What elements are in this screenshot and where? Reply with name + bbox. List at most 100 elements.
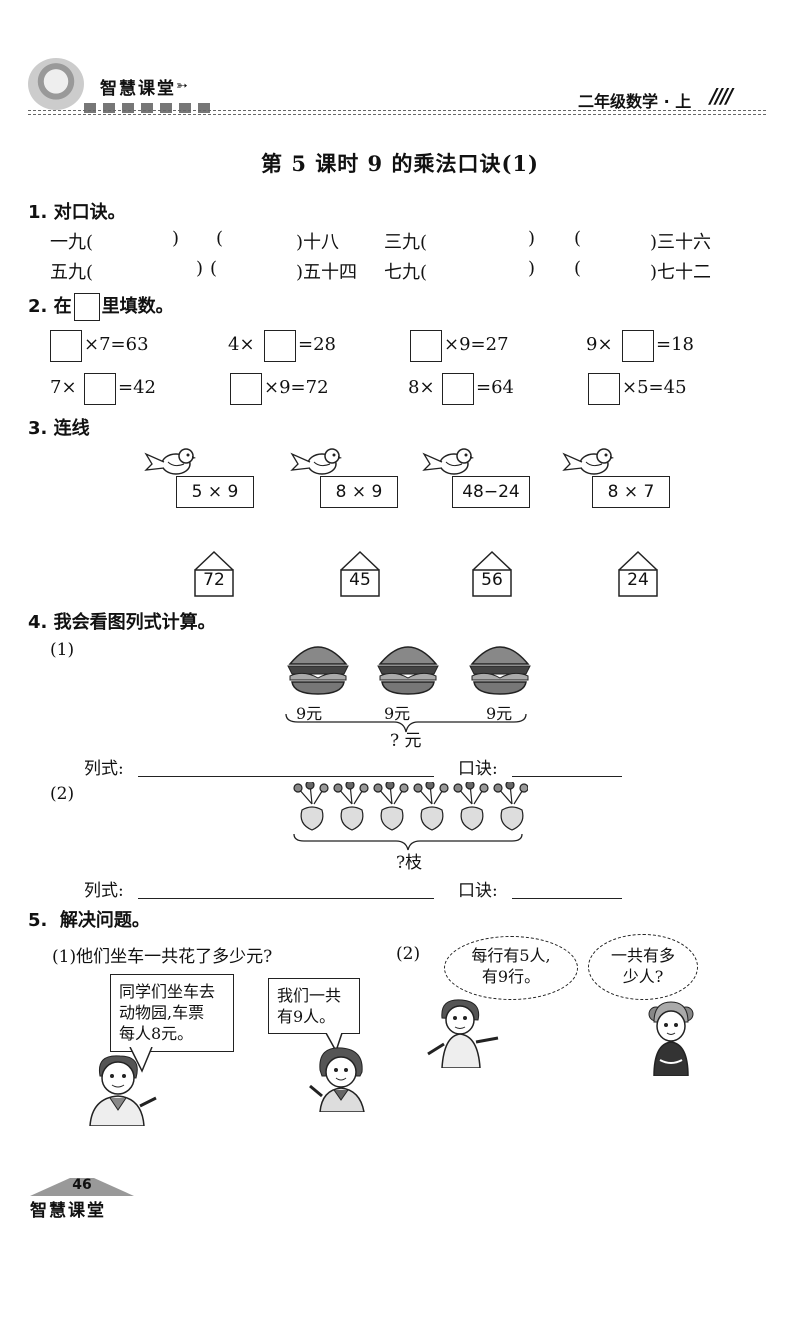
bubble-line: 有9行。 (481, 967, 541, 986)
answer-house[interactable]: 56 (472, 550, 512, 598)
speech-bubble: 同学们坐车去 动物园,车票 每人8元。 (110, 974, 234, 1052)
bubble-line: 每人8元。 (119, 1024, 194, 1043)
bubble-line: 每行有5人, (471, 946, 551, 965)
q1-paren: ) (528, 228, 536, 249)
hamburger-icon (287, 646, 349, 695)
q1-item: )十八 (296, 232, 340, 253)
question-1-heading: 1. 对口诀。 (28, 198, 126, 224)
q4-part-1-label: (1) (50, 640, 75, 660)
bird-icon (144, 448, 196, 475)
equation-text: =42 (118, 377, 156, 398)
header-divider (28, 110, 766, 111)
flower-vases-icon (293, 782, 528, 831)
equation-text: 7× (50, 377, 77, 398)
question-title: 我会看图列式计算。 (53, 612, 216, 633)
girl-figure (648, 1001, 694, 1076)
header-slashes: //// (710, 84, 733, 108)
header-logo-badge (28, 58, 84, 110)
q1-paren: ) (196, 258, 204, 279)
answer-box[interactable] (442, 373, 474, 405)
equation-text: =64 (476, 377, 514, 398)
question-3-heading: 3. 连线 (28, 414, 90, 440)
equation-text: =28 (298, 334, 336, 355)
thought-bubble: 每行有5人, 有9行。 (444, 936, 578, 1000)
question-title: 解决问题。 (59, 910, 150, 931)
answer-box[interactable] (410, 330, 442, 362)
brace-icon (285, 713, 527, 733)
price-label: 9元 (486, 704, 513, 723)
bubble-line: 一共有多 (610, 946, 675, 965)
question-4-heading: 4. 我会看图列式计算。 (28, 608, 216, 634)
expression-card[interactable]: 48−24 (452, 476, 530, 508)
bubble-line: 动物园,车票 (119, 1003, 205, 1022)
bubble-line: 有9人。 (277, 1007, 336, 1026)
equation-text: ×7=63 (84, 334, 149, 355)
formula-blank[interactable] (138, 898, 434, 899)
total-label: ? 元 (390, 731, 422, 751)
rhyme-blank[interactable] (512, 776, 622, 777)
equation-text: ×9=27 (444, 334, 509, 355)
question-number: 5. (28, 910, 48, 931)
question-2-heading: 2. 在里填数。 (28, 292, 174, 321)
price-label: 9元 (296, 704, 323, 723)
rhyme-label: 口诀: (458, 759, 498, 779)
expression-card[interactable]: 8 × 9 (320, 476, 398, 508)
answer-box[interactable] (264, 330, 296, 362)
question-number: 4. (28, 612, 48, 633)
header-decoration (84, 98, 217, 117)
q1-paren: ( (216, 228, 224, 249)
hamburger-icon (469, 646, 531, 695)
expression-card[interactable]: 5 × 9 (176, 476, 254, 508)
question-number: 3. (28, 418, 48, 439)
q1-paren: ) (172, 228, 180, 249)
formula-blank[interactable] (138, 776, 434, 777)
answer-house[interactable]: 24 (618, 550, 658, 598)
formula-label: 列式: (84, 759, 124, 779)
footer-logo-text: 智慧课堂 (30, 1201, 106, 1221)
question-number: 2. (28, 296, 48, 317)
q1-item: )七十二 (650, 262, 712, 283)
thought-bubble: 一共有多 少人? (588, 934, 698, 1000)
question-title: 对口诀。 (53, 202, 126, 223)
bubble-tail (129, 1047, 153, 1073)
rhyme-blank[interactable] (512, 898, 622, 899)
answer-box[interactable] (84, 373, 116, 405)
equation-text: ×5=45 (622, 377, 687, 398)
girl-figure (309, 1047, 365, 1112)
hamburger-icon (377, 646, 439, 695)
price-label: 9元 (384, 704, 411, 723)
question-title: 连线 (53, 418, 90, 439)
answer-box[interactable] (50, 330, 82, 362)
q1-item: )三十六 (650, 232, 712, 253)
equation-text: 4× (228, 334, 255, 355)
rhyme-label: 口诀: (458, 881, 498, 901)
question-title: 在 (53, 296, 72, 317)
answer-house[interactable]: 45 (340, 550, 380, 598)
equation-text: 9× (586, 334, 613, 355)
bubble-line: 我们一共 (277, 986, 342, 1005)
q4-part-2-label: (2) (50, 784, 75, 804)
house-number: 45 (349, 570, 371, 590)
boy-figure (89, 1055, 157, 1126)
equation-text: 8× (408, 377, 435, 398)
bird-icon (290, 448, 342, 475)
q1-item: 五九( (50, 262, 94, 283)
question-number: 1. (28, 202, 48, 223)
q1-item: 三九( (384, 232, 428, 253)
formula-label: 列式: (84, 881, 124, 901)
header-divider (28, 114, 766, 115)
boy-figure (427, 999, 499, 1068)
bubble-line: 同学们坐车去 (119, 982, 216, 1001)
answer-box-sample (73, 293, 100, 321)
answer-box[interactable] (622, 330, 654, 362)
bird-icon (562, 448, 614, 475)
answer-box[interactable] (230, 373, 262, 405)
equation-text: ×9=72 (264, 377, 329, 398)
answer-house[interactable]: 72 (194, 550, 234, 598)
header-logo-text: 智慧课堂 (100, 79, 176, 99)
q1-paren: ( (574, 228, 582, 249)
answer-box[interactable] (588, 373, 620, 405)
q1-paren: ) (528, 258, 536, 279)
q1-item: )五十四 (296, 262, 358, 283)
expression-card[interactable]: 8 × 7 (592, 476, 670, 508)
